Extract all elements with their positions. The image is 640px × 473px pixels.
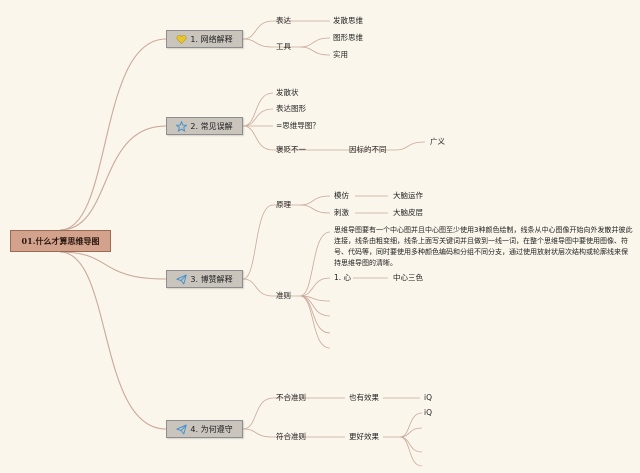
topic-mixed-reviews[interactable]: 褒贬不一 [276,145,306,154]
connector-line [242,428,274,438]
connector-line [59,38,167,231]
branch-node-network-explanation[interactable]: 1. 网络解释 [166,30,243,48]
paper-plane-icon [176,424,188,435]
topic-brain-operation[interactable]: 大脑运作 [393,191,423,200]
topic-also-effective[interactable]: 也有效果 [349,393,379,402]
topic-center-three-colors[interactable]: 中心三色 [393,273,423,282]
topic-principle[interactable]: 原理 [276,200,291,209]
rules-note: 思维导图要有一个中心图并且中心图至少使用3种颜色绘制，线条从中心图像开始向外发散… [334,226,633,267]
branch-label: 2. 常见误解 [190,121,233,131]
branch-node-why-comply[interactable]: 4. 为何遵守 [166,420,243,438]
heart-icon [176,34,187,45]
connector-line [299,204,331,214]
topic-practical[interactable]: 实用 [333,50,348,59]
connector-line [242,92,274,127]
topic-express-graphic[interactable]: 表达图形 [276,104,306,113]
topic-divergent-thinking[interactable]: 发散思维 [333,16,363,25]
topic-tool[interactable]: 工具 [276,42,291,51]
topic-stimulate[interactable]: 刺激 [334,208,349,217]
topic-graphic-thinking[interactable]: 图形思维 [333,33,363,42]
branch-label: 3. 博赞解释 [190,274,233,284]
topic-different-standards[interactable]: 因标的不同 [349,145,387,154]
connector-line [242,38,274,48]
connector-line [59,251,167,430]
topic-iq-2[interactable]: iQ [424,408,432,417]
topic-imitate[interactable]: 模仿 [334,191,349,200]
connector-line [299,277,331,297]
connector-line [299,295,331,349]
branch-node-common-misunderstanding[interactable]: 2. 常见误解 [166,117,243,135]
connector-line [242,108,274,127]
branch-label: 4. 为何遵守 [190,424,233,434]
connector-line [242,204,274,280]
topic-rules[interactable]: 准则 [276,291,291,300]
connector-line [299,37,331,48]
topic-compliant[interactable]: 符合准则 [276,432,306,441]
connector-line [399,436,423,467]
connector-line [59,125,167,231]
topic-divergent-shape[interactable]: 发散状 [276,88,299,97]
connector-line [242,397,274,430]
topic-equals-mindmap[interactable]: =思维导图？ [276,121,320,130]
topic-better-effect[interactable]: 更好效果 [349,432,379,441]
root-label: 01.什么才算思维导图 [21,235,100,246]
connector-line [399,412,423,438]
connector-line [242,278,274,297]
paper-plane-icon [176,274,188,285]
connector-line [394,141,426,151]
star-icon [176,120,188,132]
connector-line [399,436,423,453]
topic-iq-1[interactable]: iQ [424,393,432,402]
topic-heart[interactable]: 1. 心 [334,273,352,282]
connector-line [242,20,274,40]
topic-express[interactable]: 表达 [276,16,291,25]
connector-line [299,231,331,297]
root-node[interactable]: 01.什么才算思维导图 [10,230,111,252]
connector-line [242,125,274,151]
topic-cerebral-cortex[interactable]: 大脑皮层 [393,208,423,217]
branch-node-buzan-explanation[interactable]: 3. 博赞解释 [166,270,243,288]
connector-line [59,251,167,280]
connector-line [399,427,423,438]
topic-not-compliant[interactable]: 不合准则 [276,393,306,402]
connector-line [299,195,331,206]
connector-line [299,46,331,56]
branch-label: 1. 网络解释 [190,34,233,44]
topic-broad-sense[interactable]: 广义 [430,137,445,146]
